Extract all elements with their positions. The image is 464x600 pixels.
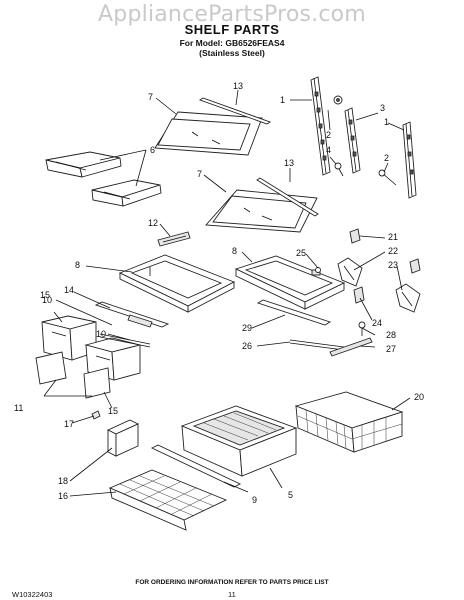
callout-7: 7 [148, 92, 153, 102]
callout-15: 15 [108, 406, 118, 416]
clip-17 [91, 410, 101, 420]
callout-17: 17 [64, 419, 74, 429]
crisper-bin-upper [41, 315, 97, 361]
model-variant: (Stainless Steel) [199, 48, 265, 58]
slide-rod-26 [289, 339, 345, 351]
shelf-trim-14 [94, 301, 170, 328]
clip-24 [353, 286, 365, 304]
callout-13: 13 [284, 158, 294, 168]
callout-25: 25 [296, 248, 306, 258]
pantry-drawer [180, 405, 298, 477]
model-line: For Model: GB6526FEAS4 [179, 38, 285, 48]
callout-1: 1 [280, 95, 285, 105]
basket-divider-18 [106, 419, 140, 457]
page-number: 11 [228, 590, 236, 599]
freezer-wire-basket [108, 469, 228, 531]
drawer-trim-9 [150, 444, 242, 488]
watermark: AppliancePartsPros.com [98, 2, 366, 27]
callout-1: 1 [384, 117, 389, 127]
callout-7: 7 [197, 169, 202, 179]
model-info: For Model: GB6526FEAS4 (Stainless Steel) [0, 38, 464, 58]
callout-13: 13 [233, 81, 243, 91]
callout-6: 6 [150, 145, 155, 155]
callout-20: 20 [414, 392, 424, 402]
callout-4: 4 [326, 145, 331, 155]
bracket-21 [349, 228, 421, 274]
callout-10: 10 [96, 329, 106, 339]
bracket-23 [395, 283, 421, 313]
callout-26: 26 [242, 341, 252, 351]
rail-clip-screws [333, 95, 397, 186]
callout-15: 15 [40, 290, 50, 300]
callout-21: 21 [388, 232, 398, 242]
callout-11: 11 [14, 403, 23, 413]
slide-rail-27 [329, 337, 373, 357]
callout-27: 27 [386, 344, 396, 354]
shelf-trim-29 [256, 299, 332, 326]
crisper-cover-11a [35, 351, 111, 399]
bracket-22 [337, 257, 363, 287]
slide-shelf-upper [45, 151, 122, 178]
callout-23: 23 [388, 260, 398, 270]
callout-24: 24 [372, 318, 382, 328]
clip-25 [315, 267, 321, 273]
callout-14: 14 [64, 285, 74, 295]
shelf-trim-middle [256, 177, 319, 217]
callout-8: 8 [75, 260, 80, 270]
callout-12: 12 [148, 218, 158, 228]
callout-labels: 1 2 3 1 4 2 7 13 6 7 13 12 8 8 25 21 22 … [14, 81, 424, 505]
callout-2: 2 [384, 153, 389, 163]
glass-shelf-middle [205, 189, 318, 233]
callout-28: 28 [386, 330, 396, 340]
slide-shelf-lower [91, 179, 162, 207]
callout-5: 5 [288, 490, 293, 500]
ordering-note: FOR ORDERING INFORMATION REFER TO PARTS … [135, 579, 329, 586]
callout-16: 16 [58, 491, 68, 501]
callout-29: 29 [242, 323, 252, 333]
callout-18: 18 [58, 476, 68, 486]
shelf-rail-far-right [402, 121, 417, 199]
callout-8: 8 [232, 246, 237, 256]
glass-shelf-upper [154, 111, 263, 156]
shelf-bracket-12 [157, 231, 191, 247]
shelf-frame-right [234, 255, 346, 310]
shelf-frame-left [118, 254, 236, 313]
shelf-rail-left [310, 76, 331, 176]
page-title: SHELF PARTS [184, 22, 280, 37]
shelf-trim-upper [199, 97, 271, 125]
callout-3: 3 [380, 103, 385, 113]
callout-2: 2 [326, 130, 331, 140]
shelf-rail-right [344, 107, 361, 174]
wire-basket [294, 391, 404, 453]
callout-10: 10 [42, 295, 52, 305]
leader-lines [43, 89, 411, 497]
document-number: W10322403 [12, 590, 53, 599]
callout-22: 22 [388, 246, 398, 256]
callout-9: 9 [252, 495, 257, 505]
